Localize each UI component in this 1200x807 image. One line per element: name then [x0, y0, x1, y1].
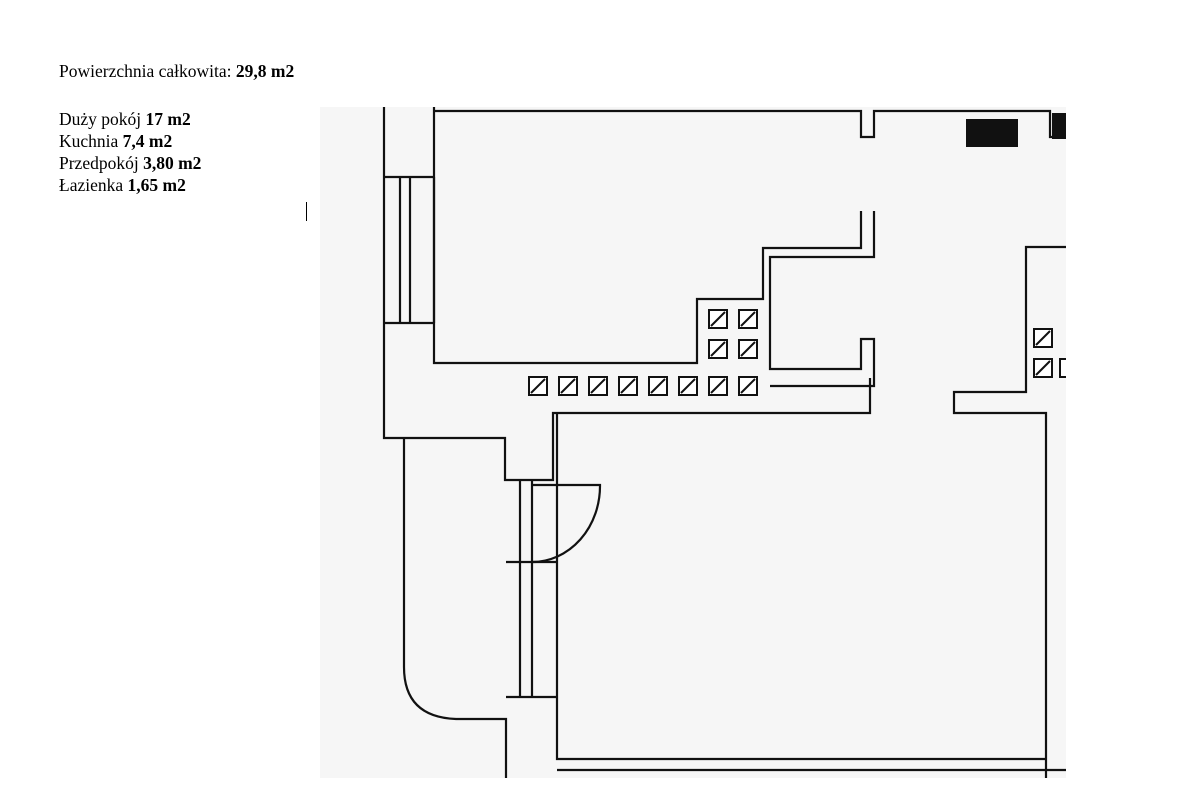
text-cursor [306, 202, 307, 221]
wall-shaft [768, 211, 876, 388]
room-item: Kuchnia 7,4 m2 [59, 130, 201, 152]
total-area: Powierzchnia całkowita: 29,8 m2 [59, 60, 294, 82]
wall-top [434, 109, 1066, 139]
room-name: Duży pokój [59, 109, 142, 129]
room-area: 7,4 m2 [122, 131, 173, 151]
total-area-label: Powierzchnia całkowita: [59, 61, 232, 81]
window-bottom [506, 560, 557, 699]
pillar-block [1052, 113, 1066, 139]
room-item: Przedpokój 3,80 m2 [59, 152, 201, 174]
room-item: Duży pokój 17 m2 [59, 108, 201, 130]
wall-balcony [402, 438, 508, 778]
room-name: Przedpokój [59, 153, 139, 173]
ventilation-tiles [528, 309, 1066, 396]
room-area: 17 m2 [145, 109, 191, 129]
room-area: 3,80 m2 [143, 153, 202, 173]
wall-room-top [432, 107, 863, 365]
wall-right [952, 245, 1066, 778]
room-item: Łazienka 1,65 m2 [59, 174, 201, 196]
floor-plan [320, 107, 1066, 778]
total-area-value: 29,8 m2 [235, 61, 295, 81]
room-name: Kuchnia [59, 131, 119, 151]
floor-plan-drawing [320, 107, 1066, 778]
room-area: 1,65 m2 [127, 175, 186, 195]
room-areas-list: Duży pokój 17 m2 Kuchnia 7,4 m2 Przedpok… [59, 108, 201, 196]
wall-lower-room [555, 413, 1046, 761]
scan-background [320, 107, 1066, 778]
radiator-block [966, 119, 1018, 147]
room-name: Łazienka [59, 175, 124, 195]
door [518, 480, 602, 564]
